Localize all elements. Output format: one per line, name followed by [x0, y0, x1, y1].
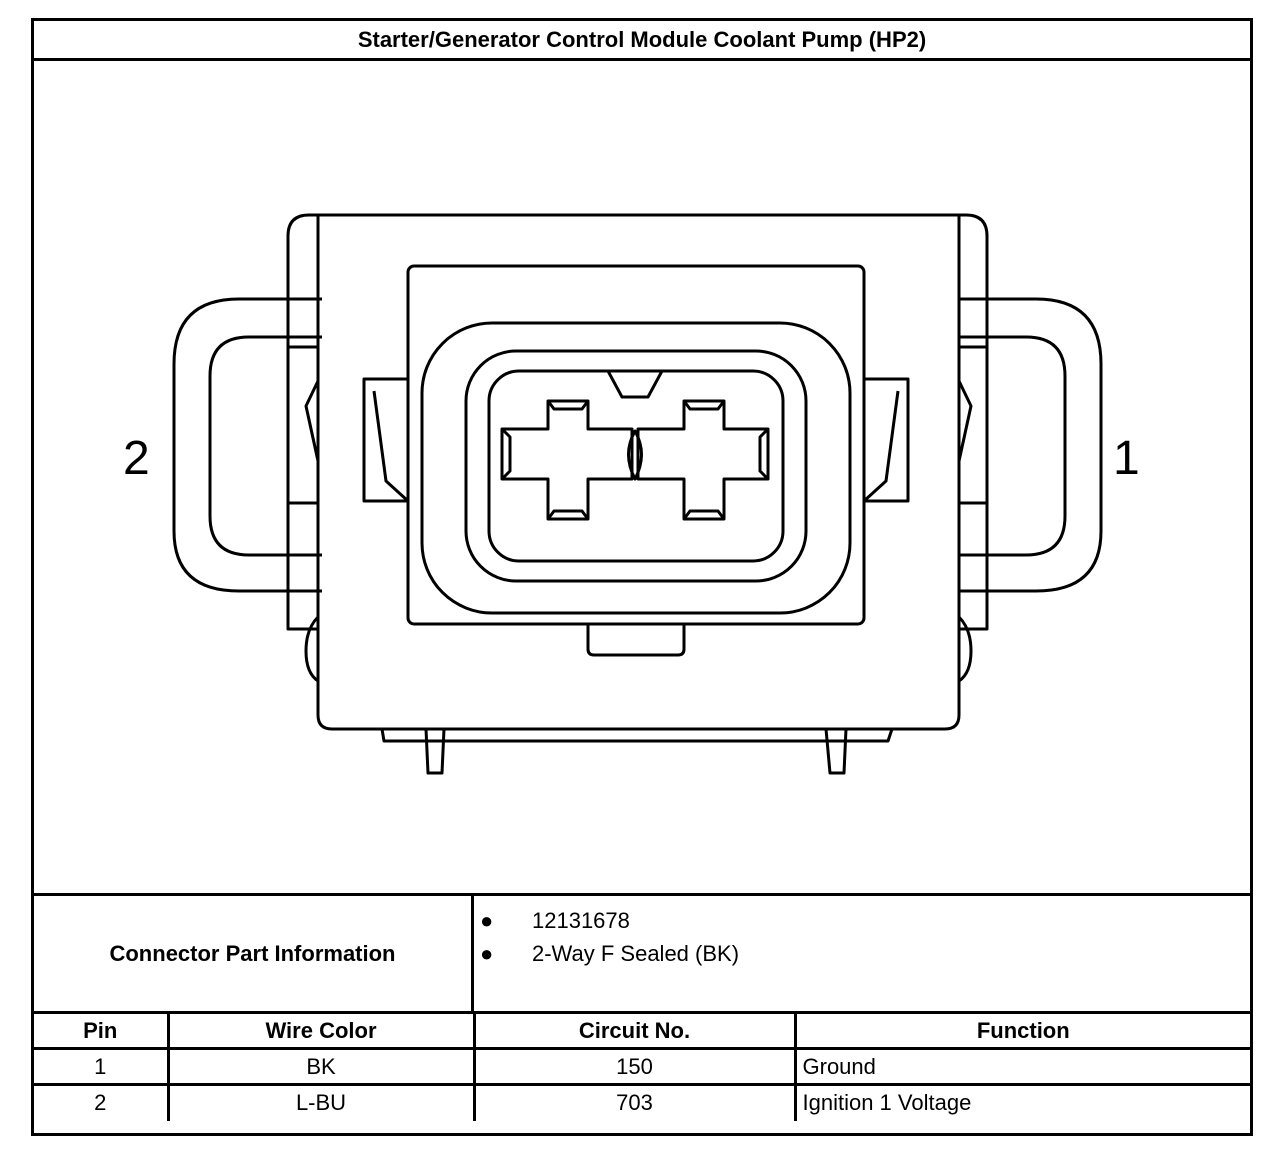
right-rail — [959, 213, 989, 631]
connector-face-diagram — [172, 213, 1103, 775]
terminal-pin-1-bevel — [682, 400, 770, 520]
connector-part-info: Connector Part Information ● 12131678 ● 2-… — [34, 893, 1250, 1011]
bullet-icon: ● — [480, 941, 494, 966]
bottom-rail — [380, 728, 894, 743]
left-latch-inner — [208, 335, 322, 557]
right-rail-guide — [957, 345, 987, 505]
key-notch — [606, 370, 664, 399]
seal-inner — [464, 349, 808, 583]
pin-label-2: 2 — [123, 432, 150, 485]
right-latch-tab — [957, 380, 973, 462]
left-lower-lug — [304, 615, 320, 683]
left-rail — [286, 213, 318, 631]
inner-housing — [406, 264, 866, 626]
cell-function: Ground — [793, 1047, 1250, 1086]
cavity-area — [487, 369, 785, 563]
pin-table: Pin Wire Color Circuit No. Function 1 BK… — [34, 1011, 1250, 1121]
terminal-pin-2-bevel — [500, 400, 590, 520]
terminal-pin-1 — [636, 399, 770, 521]
right-latch-outer — [959, 297, 1103, 593]
cell-circuit: 703 — [472, 1083, 797, 1121]
left-housing-wedge-detail — [372, 390, 410, 503]
bullet-icon: ● — [480, 908, 494, 933]
cell-function: Ignition 1 Voltage — [793, 1083, 1250, 1121]
cell-wire-color: L-BU — [166, 1083, 476, 1121]
part-number: 12131678 — [532, 908, 630, 933]
header-pin: Pin — [34, 1011, 170, 1050]
right-housing-wedge-detail — [862, 390, 900, 503]
left-rail-guide — [288, 345, 320, 505]
connector-body — [316, 213, 961, 731]
part-info-item: ● 12131678 — [480, 908, 630, 934]
right-peg — [824, 728, 848, 775]
header-circuit: Circuit No. — [472, 1011, 797, 1050]
part-info-label: Connector Part Information — [34, 896, 474, 1011]
left-latch-tab — [304, 380, 320, 462]
left-housing-wedge — [362, 377, 408, 503]
part-info-list: ● 12131678 ● 2-Way F Sealed (BK) — [474, 896, 1250, 1011]
left-peg — [424, 728, 446, 775]
cell-pin: 2 — [34, 1083, 170, 1121]
right-lower-lug — [957, 615, 973, 683]
right-housing-wedge — [864, 377, 910, 503]
page-title: Starter/Generator Control Module Coolant… — [34, 21, 1250, 61]
header-function: Function — [793, 1011, 1250, 1050]
table-header-row: Pin Wire Color Circuit No. Function — [34, 1011, 1250, 1050]
bottom-key-tab — [586, 624, 686, 657]
table-row: 1 BK 150 Ground — [34, 1047, 1250, 1086]
part-info-item: ● 2-Way F Sealed (BK) — [480, 941, 740, 967]
cell-circuit: 150 — [472, 1047, 797, 1086]
connector-type: 2-Way F Sealed (BK) — [532, 941, 740, 966]
pin-label-1: 1 — [1113, 432, 1140, 485]
connector-sheet: Starter/Generator Control Module Coolant… — [31, 18, 1253, 1136]
header-wire-color: Wire Color — [166, 1011, 476, 1050]
connector-drawing: 2 1 — [34, 61, 1250, 893]
cell-wire-color: BK — [166, 1047, 476, 1086]
right-latch-inner — [959, 335, 1067, 557]
left-latch-outer — [172, 297, 322, 593]
table-row: 2 L-BU 703 Ignition 1 Voltage — [34, 1083, 1250, 1121]
terminal-divider — [627, 429, 643, 481]
terminal-pin-2 — [500, 399, 634, 521]
cell-pin: 1 — [34, 1047, 170, 1086]
seal-outer — [420, 321, 852, 615]
